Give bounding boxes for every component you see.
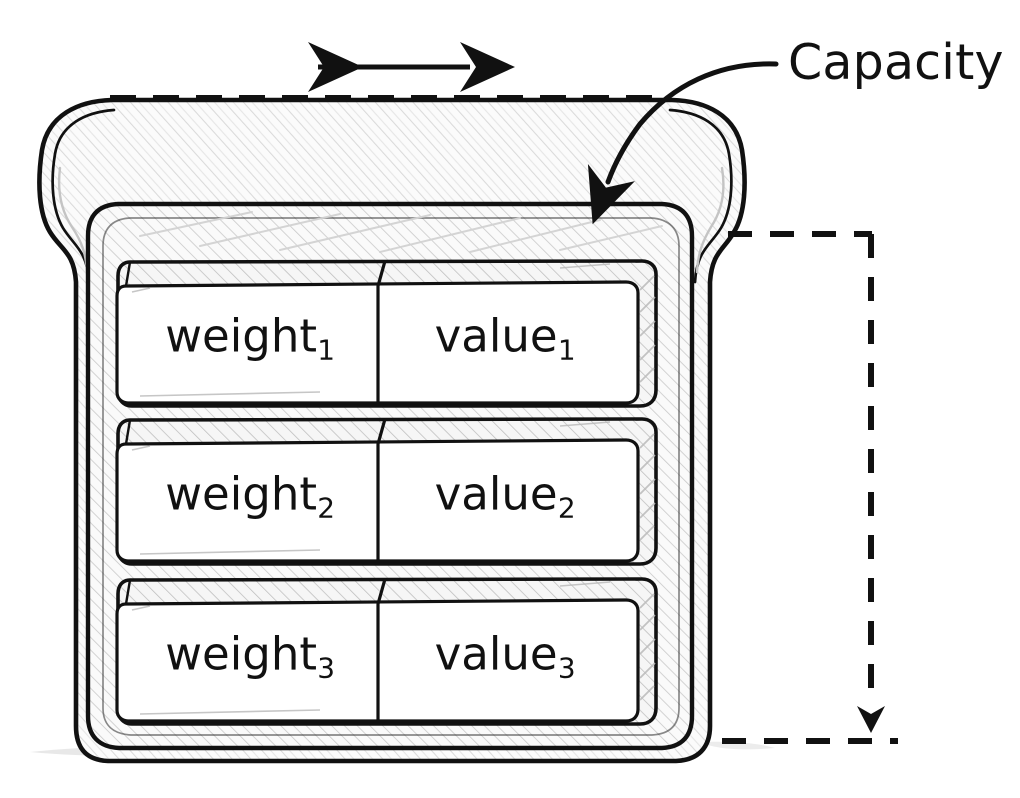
item-2-weight-label: weight2 xyxy=(165,467,336,525)
item-3-value-label: value3 xyxy=(434,627,576,685)
item-box-3[interactable] xyxy=(115,577,658,726)
item-box-1[interactable] xyxy=(115,259,658,408)
capacity-curved-arrow xyxy=(587,61,779,225)
item-3-weight-label: weight3 xyxy=(165,627,336,685)
height-dashed-bracket xyxy=(722,231,898,744)
bracket-arrowhead xyxy=(857,706,885,733)
capacity-label: Capacity xyxy=(788,34,1004,91)
item-box-2[interactable] xyxy=(115,417,658,566)
item-1-weight-label: weight1 xyxy=(165,309,336,367)
item-2-value-label: value2 xyxy=(434,467,576,525)
item-1-value-label: value1 xyxy=(434,309,576,367)
